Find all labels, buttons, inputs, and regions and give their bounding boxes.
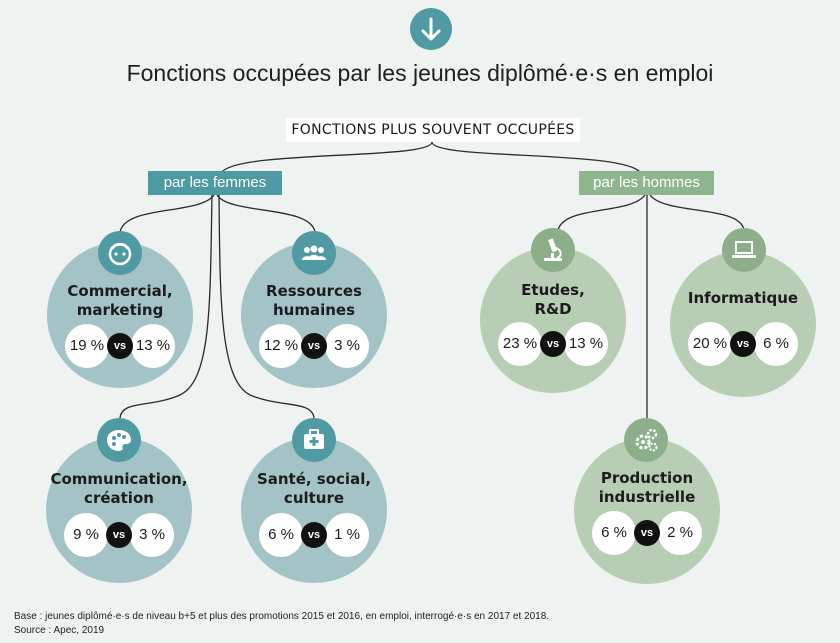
footnote-base: Base : jeunes diplômé·e·s de niveau b+5 … <box>14 611 550 622</box>
node-ressources-humaines: Ressources humaines 12 % 3 % vs <box>241 242 387 388</box>
face-icon <box>98 231 142 275</box>
femmes-value: 9 % <box>64 513 108 557</box>
node-label-line: Informatique <box>687 289 799 307</box>
node-label-line: culture <box>283 489 345 507</box>
branch-hommes-label: par les hommes <box>579 171 714 195</box>
femmes-value: 12 % <box>259 324 303 368</box>
hommes-value: 13 % <box>131 324 175 368</box>
vs-badge: vs <box>301 522 327 548</box>
gears-icon <box>624 418 668 462</box>
node-label-line: création <box>84 489 154 507</box>
node-label-line: R&D <box>534 300 572 318</box>
node-production-industrielle: Production industrielle 6 % 2 % vs <box>574 438 720 584</box>
node-label-line: Production <box>600 469 694 487</box>
hommes-value: 6 % <box>754 322 798 366</box>
vs-badge: vs <box>730 331 756 357</box>
vs-badge: vs <box>106 522 132 548</box>
node-label-line: Communication, <box>50 470 188 488</box>
medical-kit-icon <box>292 418 336 462</box>
femmes-value: 6 % <box>592 511 636 555</box>
node-label-line: Etudes, <box>521 281 585 299</box>
top-label: FONCTIONS PLUS SOUVENT OCCUPÉES <box>286 118 580 142</box>
femmes-value: 20 % <box>688 322 732 366</box>
vs-badge: vs <box>301 333 327 359</box>
node-label-line: humaines <box>272 301 356 319</box>
hommes-value: 3 % <box>130 513 174 557</box>
microscope-icon <box>531 228 575 272</box>
down-arrow-icon <box>410 8 452 50</box>
hommes-value: 13 % <box>564 322 608 366</box>
people-icon <box>292 231 336 275</box>
node-label-line: Santé, social, <box>256 470 372 488</box>
vs-badge: vs <box>107 333 133 359</box>
femmes-value: 19 % <box>65 324 109 368</box>
page-title: Fonctions occupées par les jeunes diplôm… <box>126 60 714 86</box>
footnote-source: Source : Apec, 2019 <box>14 625 105 636</box>
vs-badge: vs <box>634 520 660 546</box>
femmes-value: 6 % <box>259 513 303 557</box>
node-label-line: Ressources <box>266 282 362 300</box>
hommes-value: 1 % <box>325 513 369 557</box>
hommes-value: 2 % <box>658 511 702 555</box>
branch-femmes-label: par les femmes <box>148 171 282 195</box>
node-label-line: marketing <box>76 301 164 319</box>
femmes-value: 23 % <box>498 322 542 366</box>
laptop-icon <box>722 228 766 272</box>
vs-badge: vs <box>540 331 566 357</box>
node-label-line: Commercial, <box>67 282 173 300</box>
node-label-line: industrielle <box>598 488 696 506</box>
node-informatique: Informatique 20 % 6 % vs <box>670 251 816 397</box>
palette-icon <box>97 418 141 462</box>
hommes-value: 3 % <box>325 324 369 368</box>
